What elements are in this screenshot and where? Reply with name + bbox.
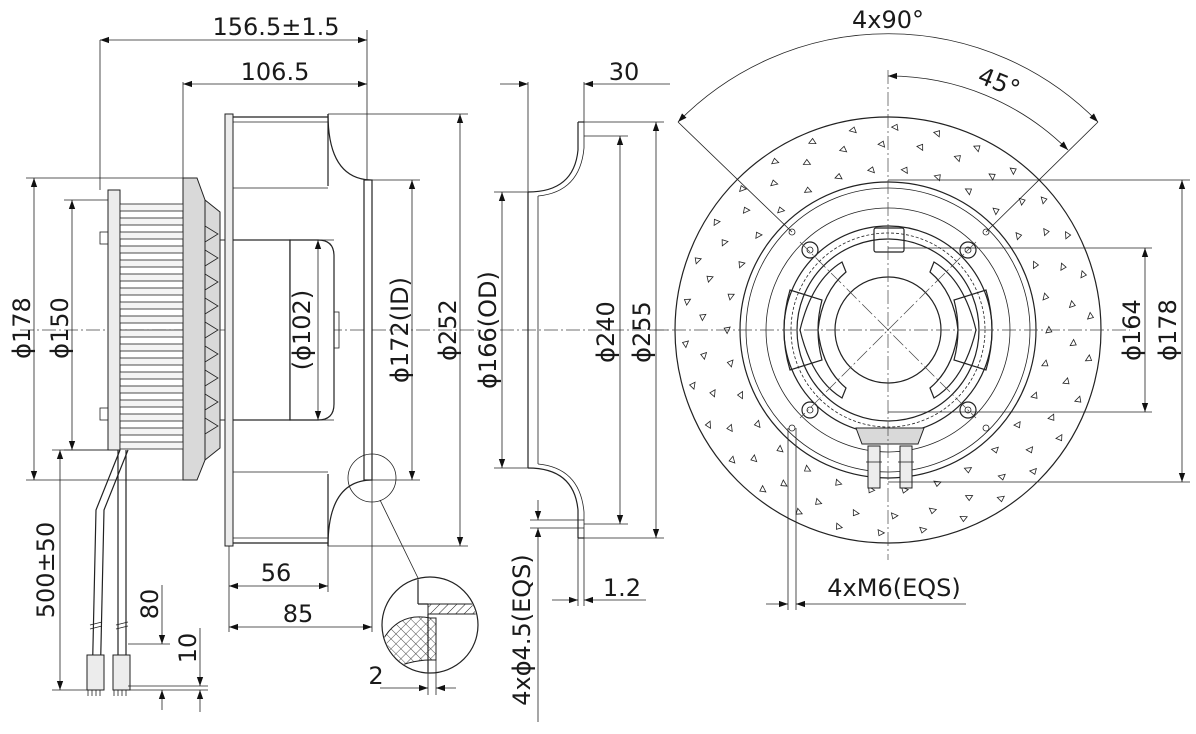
cooling-fins <box>119 203 184 450</box>
dim-dia-150: ϕ150 <box>46 297 74 359</box>
dim-motor-length: 106.5 <box>241 58 310 86</box>
dim-angle-half: 45° <box>974 62 1024 104</box>
side-view: 156.5±1.5 106.5 ϕ178 ϕ150 (ϕ102) ϕ172(ID… <box>8 13 480 712</box>
dim-wheel-56: 56 <box>261 559 292 587</box>
dim-inlet-depth: 30 <box>609 58 640 86</box>
cable-gland <box>855 427 925 489</box>
front-view: 4x90° 45° ϕ164 ϕ178 4xM6(EQS) <box>650 6 1190 610</box>
dim-detail-2: 2 <box>368 662 383 690</box>
blade-marks <box>681 123 1095 537</box>
inlet-ring-view: 30 ϕ166(OD) ϕ240 ϕ255 1.2 4xϕ4.5(EQS) <box>474 58 670 722</box>
dim-dia-164: ϕ164 <box>1118 299 1146 361</box>
dim-strip-80: 80 <box>136 589 164 620</box>
dim-holes: 4xϕ4.5(EQS) <box>508 554 536 706</box>
dim-dia-255: ϕ255 <box>628 301 656 363</box>
dim-angle-total: 4x90° <box>852 6 924 34</box>
detail-leader <box>379 499 419 579</box>
dim-wheel-85: 85 <box>283 600 314 628</box>
dim-dia-252: ϕ252 <box>434 299 462 361</box>
rotor-hub <box>204 198 340 462</box>
mounting-bosses <box>788 228 990 432</box>
dim-dia-166-od: ϕ166(OD) <box>474 271 502 389</box>
motor-body <box>99 177 206 481</box>
impeller <box>224 113 373 547</box>
dim-dia-102: (ϕ102) <box>288 290 316 370</box>
dim-overall-length: 156.5±1.5 <box>213 13 340 41</box>
cable-leads <box>86 449 131 696</box>
dim-dia-178-right: ϕ178 <box>1154 299 1182 361</box>
dim-lead-length: 500±50 <box>32 522 60 618</box>
dim-dia-172-id: ϕ172(ID) <box>386 277 414 383</box>
stator-teeth <box>204 225 219 435</box>
dim-strip-10: 10 <box>174 633 202 664</box>
detail-view <box>381 576 479 674</box>
dim-dia-240: ϕ240 <box>592 301 620 363</box>
dim-sheet-1-2: 1.2 <box>603 574 641 602</box>
dim-threads: 4xM6(EQS) <box>827 574 960 602</box>
dim-dia-178-left: ϕ178 <box>8 297 36 359</box>
